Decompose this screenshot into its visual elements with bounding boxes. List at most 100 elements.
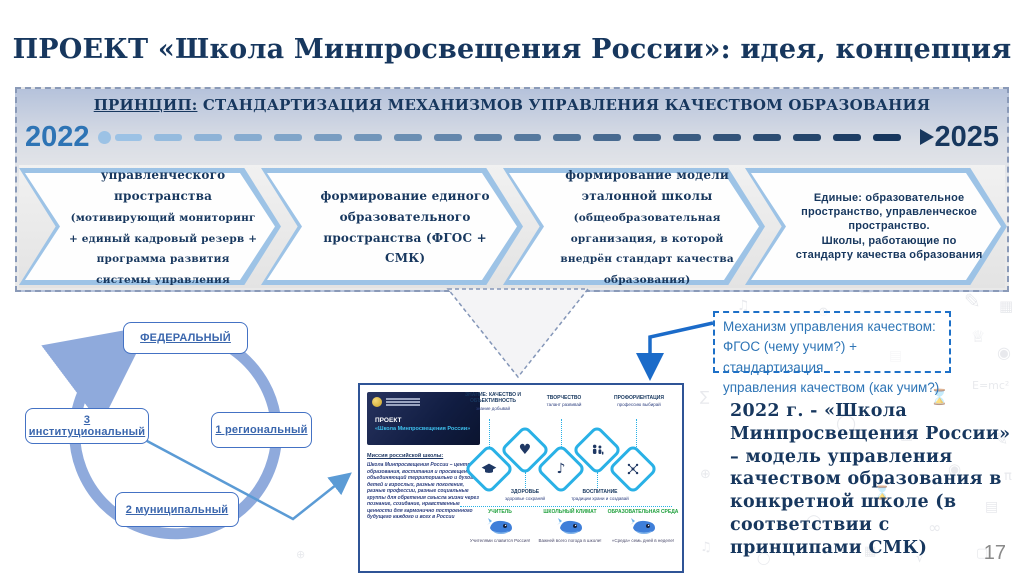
doodle-icon: ✎ xyxy=(994,430,1009,450)
graduation-cap-icon xyxy=(474,454,504,484)
doodle-icon: ⌛ xyxy=(930,388,949,406)
diamond-career xyxy=(607,443,659,495)
timeline-arrow-icon xyxy=(920,129,935,145)
foundation-environment: ОБРАЗОВАТЕЛЬНАЯ СРЕДА xyxy=(607,509,679,515)
principle-heading: ПРИНЦИП: СТАНДАРТИЗАЦИЯ МЕХАНИЗМОВ УПРАВ… xyxy=(17,96,1007,114)
doodle-icon: ▤ xyxy=(985,499,999,515)
page-number: 17 xyxy=(983,542,1006,564)
mission-text: Школа Минпросвещения России – центр обра… xyxy=(367,462,480,520)
principle-panel: ПРИНЦИП: СТАНДАРТИЗАЦИЯ МЕХАНИЗМОВ УПРАВ… xyxy=(15,87,1009,292)
music-note-icon: ♪ xyxy=(556,461,566,477)
timeline-dash xyxy=(673,133,702,141)
doodle-icon: ⊕ xyxy=(700,467,711,482)
doodle-icon: ▦ xyxy=(999,297,1014,315)
timeline-dash xyxy=(513,133,542,141)
doodle-icon: ∑ xyxy=(700,389,710,405)
timeline-dash xyxy=(194,133,223,141)
timeline-dash xyxy=(753,133,781,141)
pillar-upbringing-label: ВОСПИТАНИЕ традиции храни и создавай xyxy=(571,489,629,502)
doodle-icon: E=mc² xyxy=(972,379,1010,392)
level-regional: 1 региональный xyxy=(211,412,312,448)
doodle-icon: ◯ xyxy=(836,413,857,434)
stage-chevron-4: Единые: образовательное пространство, уп… xyxy=(745,168,1007,285)
timeline-dash xyxy=(114,133,143,141)
diamond-upbringing xyxy=(571,424,623,476)
doodle-icon: √ xyxy=(916,551,925,566)
dotted-connector xyxy=(489,419,490,447)
foundation-climate: ШКОЛЬНЫЙ КЛИМАТ xyxy=(543,509,597,515)
doodle-icon: ✎ xyxy=(964,289,981,313)
timeline-dash xyxy=(633,133,662,141)
doodle-icon: ⊕ xyxy=(296,548,306,561)
mechanism-arrow xyxy=(636,321,714,381)
timeline-dashed-line xyxy=(97,130,913,144)
doodle-icon: π xyxy=(1004,469,1012,484)
doodle-icon: ♪ xyxy=(757,451,766,466)
dotted-connector xyxy=(636,419,637,447)
conclusion-text: 2022 г. - «Школа Минпросвещения России» … xyxy=(730,401,1011,558)
timeline-dash xyxy=(274,133,303,141)
timeline: 2022 2025 xyxy=(25,115,999,159)
ministry-name-lines xyxy=(386,398,420,407)
stage-chevron-1: формирование единого управленческого про… xyxy=(19,168,281,285)
level-municipal: 2 муниципальный xyxy=(115,492,239,527)
network-icon xyxy=(618,454,648,484)
timeline-start-dot xyxy=(97,130,111,144)
timeline-dash xyxy=(713,133,742,141)
timeline-dash xyxy=(473,133,502,141)
timeline-dash xyxy=(314,133,342,141)
foundation-climate-caption: Важней всего погода в школе! xyxy=(538,538,602,543)
principle-text: СТАНДАРТИЗАЦИЯ МЕХАНИЗМОВ УПРАВЛЕНИЯ КАЧ… xyxy=(197,96,931,114)
whale-icon xyxy=(630,518,655,534)
doodle-icon: ♕ xyxy=(971,327,986,346)
pillar-knowledge: ЗНАНИЕ: КАЧЕСТВО И ОБЪЕКТИВНОСТЬ знание … xyxy=(465,392,521,411)
institutional-connector-arrow xyxy=(146,439,352,521)
doodle-icon: ∞ xyxy=(928,518,942,537)
embedded-project-label: ПРОЕКТ xyxy=(375,417,402,424)
timeline-dash xyxy=(832,133,861,141)
timeline-dash xyxy=(433,133,462,141)
dotted-connector xyxy=(561,419,562,447)
dotted-connector xyxy=(597,472,598,488)
doodle-icon: ▦ xyxy=(900,427,914,443)
diamond-knowledge xyxy=(463,443,515,495)
level-institutional: 3 институциональный xyxy=(25,408,149,444)
chevron-band: формирование единого управленческого про… xyxy=(19,165,1007,288)
doodle-icon: ◯ xyxy=(806,514,822,530)
stage-1-detail: (мотивирующий мониторинг + единый кадров… xyxy=(68,211,258,307)
down-arrow-shape xyxy=(446,288,590,379)
embedded-project-name: «Школа Минпросвещения России» xyxy=(375,426,471,432)
doodle-icon: ⌛ xyxy=(874,486,891,501)
dotted-connector xyxy=(525,472,526,488)
mechanism-note: Механизм управления качеством: ФГОС (чем… xyxy=(713,311,951,395)
foundation-teacher: УЧИТЕЛЬ xyxy=(488,509,512,515)
stage-chevron-3: формирование модели эталонной школы (общ… xyxy=(503,168,765,285)
mission-heading: Миссия российской школы: xyxy=(367,453,444,459)
timeline-dash xyxy=(792,133,821,141)
whale-icon xyxy=(487,518,512,534)
timeline-dash xyxy=(234,133,263,141)
doodle-icon: ♫ xyxy=(737,298,750,314)
foundation-teacher-caption: Учителями славится Россия! xyxy=(469,538,531,543)
doodle-icon: ▢ xyxy=(976,546,989,561)
timeline-dash xyxy=(872,133,901,141)
stage-3-title: формирование модели эталонной школы xyxy=(565,168,729,203)
whale-icon xyxy=(557,518,582,534)
pillar-creativity: ТВОРЧЕСТВО талант развивай xyxy=(546,395,582,408)
doodle-icon: ◉ xyxy=(948,460,962,478)
stage-2-title: формирование единого образовательного пр… xyxy=(320,188,490,266)
dotted-baseline xyxy=(460,506,672,507)
level-federal: ФЕДЕРАЛЬНЫЙ xyxy=(123,322,248,354)
timeline-dash xyxy=(553,133,582,141)
stage-3-detail: (общеобразовательная организация, в кото… xyxy=(560,211,734,287)
stage-4-text: Единые: образовательное пространство, уп… xyxy=(795,191,983,261)
timeline-dash xyxy=(353,133,382,141)
timeline-dash xyxy=(154,133,183,141)
doodle-icon: ◉ xyxy=(997,343,1011,362)
pillar-career: ПРОФОРИЕНТАЦИЯ профессию выбирай xyxy=(614,395,664,408)
embedded-slide-header: ПРОЕКТ «Школа Минпросвещения России» xyxy=(367,392,480,445)
stage-1-title: формирование единого управленческого про… xyxy=(78,147,248,203)
family-icon xyxy=(582,435,612,465)
ministry-emblem-icon xyxy=(372,397,382,407)
page-title: ПРОЕКТ «Школа Минпросвещения России»: ид… xyxy=(12,34,1012,66)
